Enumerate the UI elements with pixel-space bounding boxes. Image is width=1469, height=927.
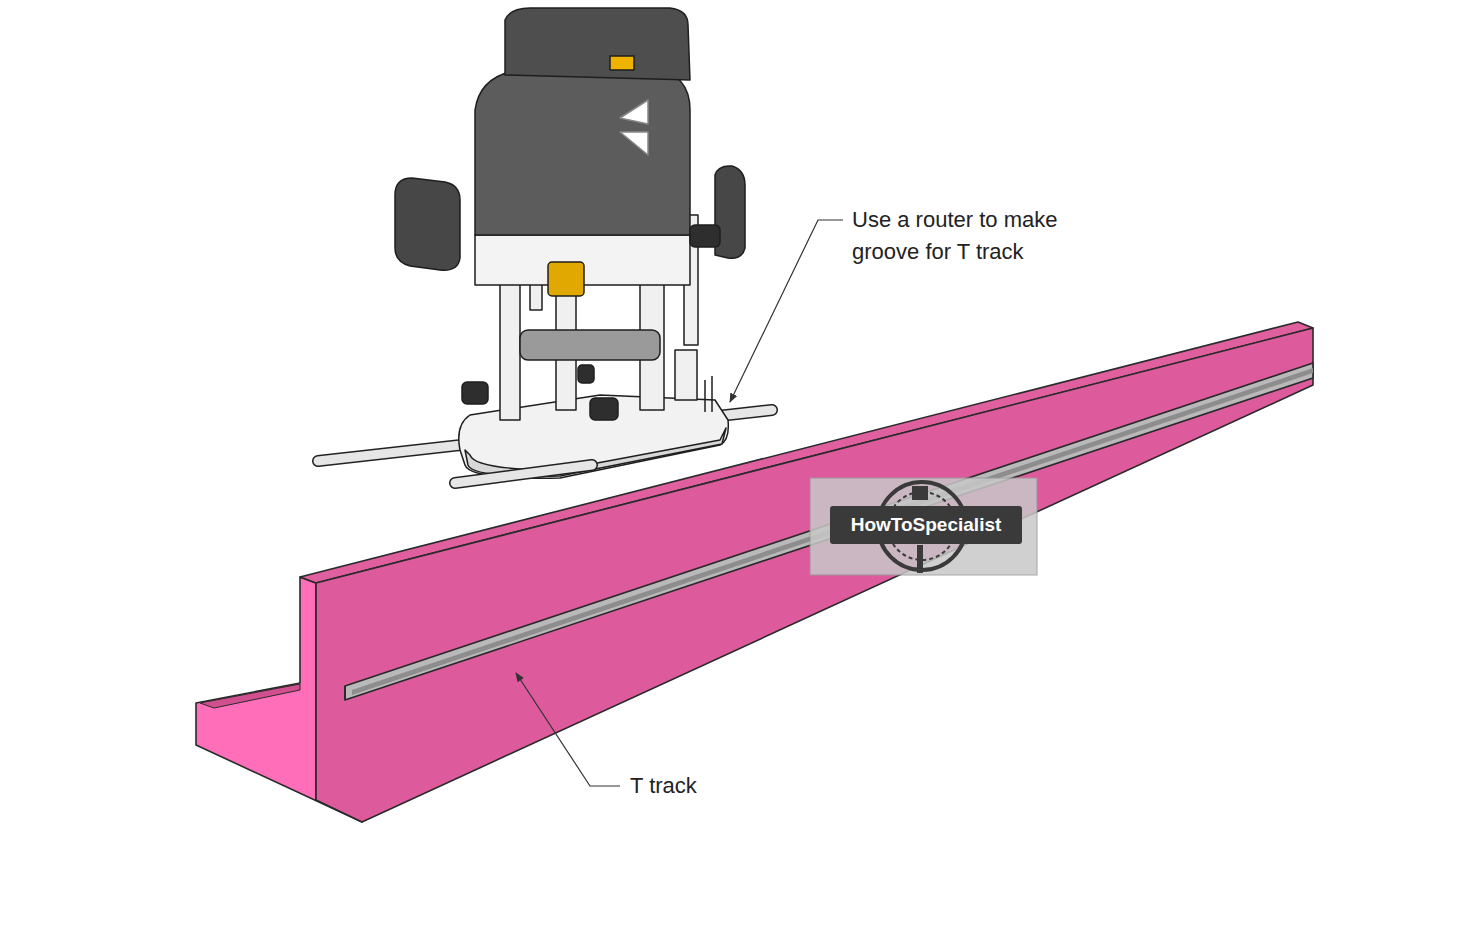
leader-lines bbox=[516, 220, 843, 786]
callout-note: Use a router to make groove for T track bbox=[852, 204, 1114, 268]
watermark-badge bbox=[810, 478, 1037, 575]
pink-board bbox=[196, 322, 1313, 822]
router bbox=[318, 8, 772, 483]
part-name: T track bbox=[630, 770, 750, 802]
watermark: HowToSpecialist bbox=[830, 509, 1022, 541]
